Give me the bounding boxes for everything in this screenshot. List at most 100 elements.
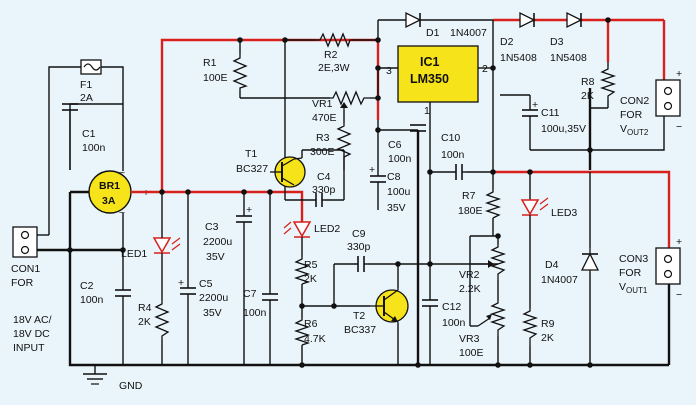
led2-ref: LED2 <box>314 223 340 235</box>
led1-symbol <box>152 232 181 262</box>
d3-ref: D3 <box>550 36 564 48</box>
led1-ref: LED1 <box>121 248 147 260</box>
c12-value: 100n <box>442 317 466 329</box>
capacitor-c8 <box>370 175 386 186</box>
transistor-t1 <box>270 156 306 188</box>
c12-ref: C12 <box>442 301 461 313</box>
r7-ref: R7 <box>462 190 476 202</box>
led3-symbol <box>520 197 549 226</box>
potentiometer-vr2 <box>470 244 507 280</box>
capacitor-c10 <box>455 164 466 180</box>
c5-value: 2200u <box>199 292 228 304</box>
potentiometer-vr1 <box>330 90 370 110</box>
r2-ref: R2 <box>324 49 338 61</box>
t1-ref: T1 <box>245 148 257 160</box>
ground-icon <box>83 365 107 385</box>
resistor-r6 <box>293 318 311 346</box>
c9-ref: C9 <box>352 228 366 240</box>
diode-d3 <box>566 11 583 29</box>
resistor-r4 <box>154 300 170 340</box>
c3-value: 2200u <box>203 236 232 248</box>
vr1-value: 470E <box>312 112 337 124</box>
c11-value: 100u,35V <box>541 123 586 135</box>
br1-ac-top: ~ <box>119 167 125 179</box>
c6-value: 100n <box>388 153 412 165</box>
capacitor-c6 <box>410 124 426 132</box>
wiring <box>48 19 609 365</box>
con3-ref: CON3 <box>619 253 648 265</box>
con2-connector <box>655 79 681 117</box>
r8-value: 2K <box>581 90 594 102</box>
resistor-r1 <box>232 54 248 90</box>
d3-value: 1N5408 <box>550 52 587 64</box>
con3-minus: − <box>676 289 682 301</box>
capacitor-c7 <box>262 293 278 304</box>
r9-value: 2K <box>541 332 554 344</box>
r5-ref: R5 <box>304 259 318 271</box>
r6-ref: R6 <box>304 318 318 330</box>
c2-value: 100n <box>80 294 104 306</box>
c7-value: 100n <box>243 307 267 319</box>
r6-value: 4.7K <box>304 333 326 345</box>
c3-voltage: 35V <box>206 251 225 263</box>
con3-plus: + <box>676 236 682 248</box>
d1-ref: D1 <box>426 27 440 39</box>
c4-value: 330p <box>312 184 336 196</box>
r4-ref: R4 <box>138 302 152 314</box>
vr3-value: 100E <box>459 347 484 359</box>
r5-value: 2K <box>304 273 317 285</box>
c8-plus: + <box>369 164 375 176</box>
ic1-ref: IC1 <box>420 55 440 69</box>
d4-ref: D4 <box>545 259 559 271</box>
capacitor-c1 <box>62 103 78 111</box>
c1-ref: C1 <box>82 128 96 140</box>
r1-ref: R1 <box>203 57 217 69</box>
con1-desc-1: 18V AC/ <box>13 314 52 326</box>
capacitor-c3 <box>236 215 252 226</box>
c10-ref: C10 <box>441 132 460 144</box>
d2-ref: D2 <box>500 36 514 48</box>
c3-ref: C3 <box>205 221 219 233</box>
con3-connector <box>655 247 681 285</box>
con2-out: VOUT2 <box>620 123 649 137</box>
con1-ref: CON1 <box>11 263 40 275</box>
d4-value: 1N4007 <box>541 274 578 286</box>
resistor-r3 <box>336 123 352 170</box>
resistor-r7 <box>484 190 502 219</box>
br1-ref: BR1 <box>99 180 120 192</box>
r2-value: 2E,3W <box>318 62 350 74</box>
c10-value: 100n <box>441 149 465 161</box>
led3-ref: LED3 <box>551 207 577 219</box>
d2-value: 1N5408 <box>500 52 537 64</box>
vr1-ref: VR1 <box>312 98 333 110</box>
c4-ref: C4 <box>317 171 331 183</box>
vr2-ref: VR2 <box>459 269 480 281</box>
resistor-r8 <box>599 66 617 100</box>
ic1-value: LM350 <box>410 72 449 86</box>
c9-value: 330p <box>347 241 371 253</box>
diode-d1 <box>405 11 422 29</box>
br1-value: 3A <box>102 195 116 207</box>
c1-value: 100n <box>82 142 106 154</box>
r1-value: 100E <box>203 72 228 84</box>
capacitor-c9 <box>357 256 368 272</box>
c2-ref: C2 <box>80 280 94 292</box>
resistor-r9 <box>521 308 539 346</box>
r9-ref: R9 <box>541 318 555 330</box>
c5-plus: + <box>178 277 184 289</box>
t1-value: BC327 <box>236 163 268 175</box>
ground-label: GND <box>119 380 143 392</box>
diode-d2 <box>519 11 536 29</box>
con2-minus: − <box>676 121 682 133</box>
ic1-regulator <box>397 45 479 103</box>
c5-voltage: 35V <box>203 307 222 319</box>
r8-ref: R8 <box>581 76 595 88</box>
vr3-ref: VR3 <box>459 333 480 345</box>
con1-for: FOR <box>11 277 34 289</box>
led2-symbol <box>283 221 312 250</box>
f1-value: 2A <box>80 92 93 104</box>
vr2-value: 2.2K <box>459 283 481 295</box>
c8-voltage: 35V <box>387 202 406 214</box>
con1-desc-2: 18V DC <box>13 328 50 340</box>
